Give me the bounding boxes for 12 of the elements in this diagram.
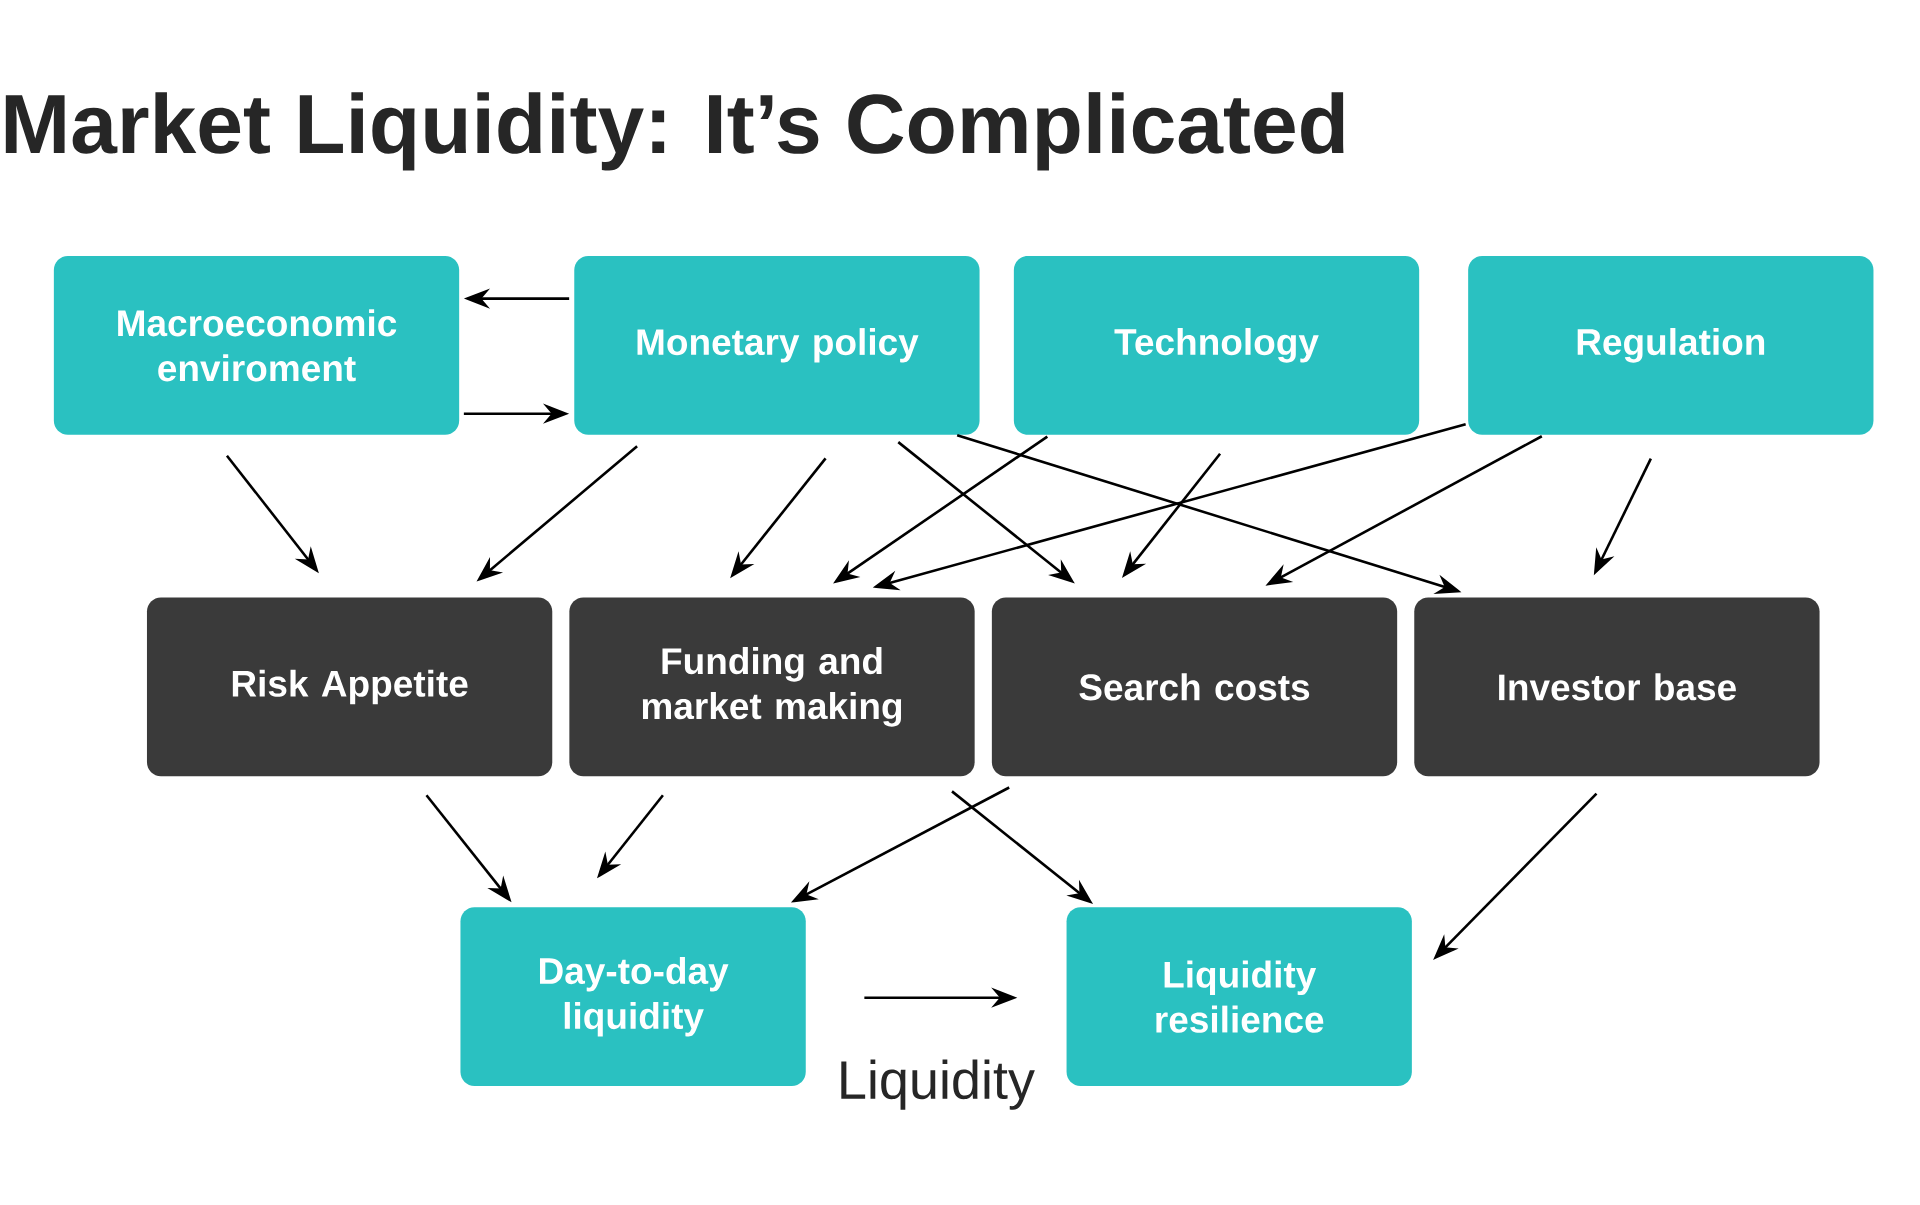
channel-box: Investor base [1414, 597, 1820, 777]
factor-box: Day-to-day liquidity [460, 907, 806, 1087]
channel-box: Search costs [991, 597, 1398, 777]
factor-box: Monetary policy [574, 255, 980, 435]
factor-box: Liquidity resilience [1066, 907, 1412, 1087]
factor-box: Macroeconomic enviroment [53, 255, 460, 435]
channel-box: Risk Appetite [146, 597, 553, 777]
title: Market Liquidity: It’s Complicated [5, 92, 1344, 171]
channel-box: Funding and market making [569, 597, 975, 777]
edge-label: Liquidity [834, 1057, 1037, 1112]
factor-box: Regulation [1468, 255, 1874, 435]
factor-box: Technology [1013, 255, 1420, 435]
